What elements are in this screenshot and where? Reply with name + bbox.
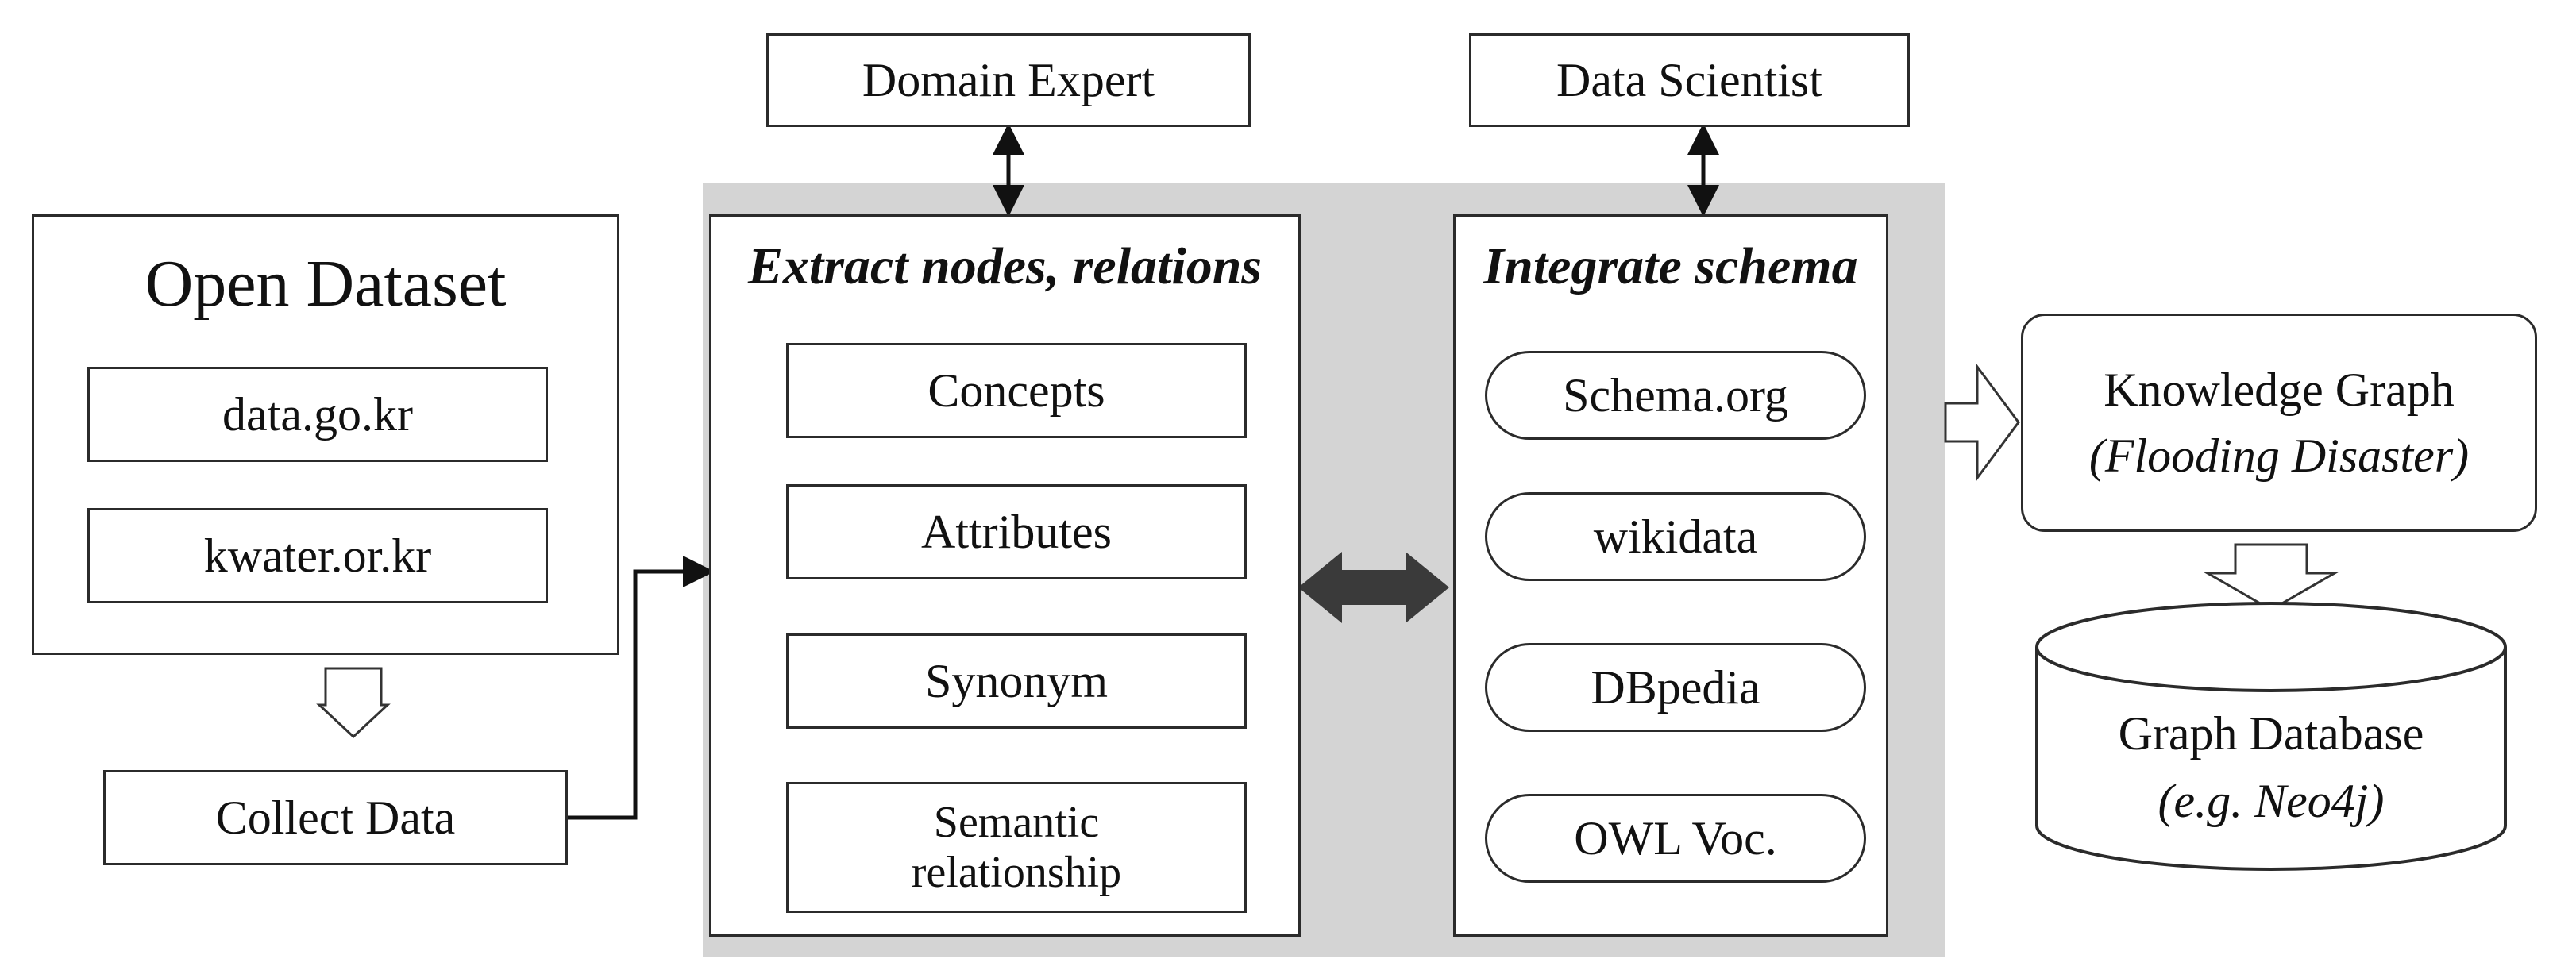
semantic-relationship-item: Semantic relationship [786,782,1247,913]
knowledge-graph-subtitle: (Flooding Disaster) [2088,429,2470,482]
dataset-to-collect-arrow [316,667,391,739]
integrate-to-kg-arrow [1944,363,2020,482]
owl-voc-item: OWL Voc. [1485,794,1866,883]
data-scientist-box: Data Scientist [1469,33,1910,127]
synonym-item: Synonym [786,633,1247,729]
knowledge-graph-title: Knowledge Graph [2104,363,2455,416]
knowledge-graph-box: Knowledge Graph (Flooding Disaster) [2021,314,2537,532]
wikidata-item: wikidata [1485,492,1866,581]
bidirectional-arrow [1298,552,1449,623]
domain-expert-box: Domain Expert [766,33,1251,127]
collect-data-box: Collect Data [103,770,568,865]
kg-to-db-arrow [2203,543,2339,611]
attribute-item: Attributes [786,484,1247,579]
collect-to-extract-arrow [565,556,715,820]
concept-item: Concepts [786,343,1247,438]
source-data-go-kr: data.go.kr [87,367,548,462]
schema-org-item: Schema.org [1485,351,1866,440]
graph-database-title: Graph Database [2118,707,2424,760]
graph-database-cylinder [2035,602,2507,871]
source-kwater-or-kr: kwater.or.kr [87,508,548,603]
dbpedia-item: DBpedia [1485,643,1866,732]
extract-heading: Extract nodes, relations [747,237,1263,295]
integrate-heading: Integrate schema [1483,237,1858,295]
graph-database-subtitle: (e.g. Neo4j) [2158,775,2385,827]
open-dataset-title: Open Dataset [145,247,507,321]
